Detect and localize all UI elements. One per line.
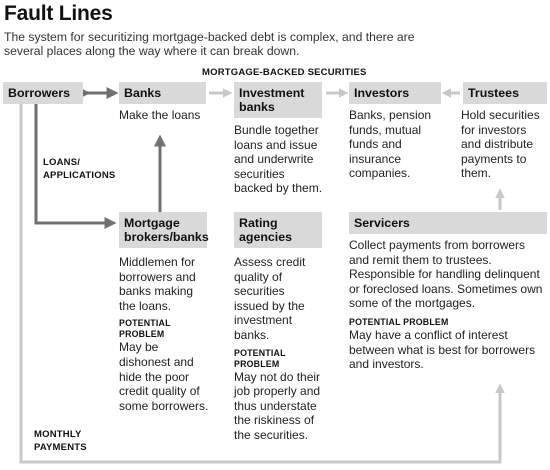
trustees-desc: Hold securities for investors and distri… — [461, 108, 540, 181]
rating-desc: Assess credit quality of securities issu… — [234, 255, 306, 342]
brokers-problem: May be dishonest and hide the poor credi… — [119, 340, 209, 413]
mbs-label: MORTGAGE-BACKED SECURITIES — [202, 67, 367, 78]
rating-problem-label: POTENTIAL PROBLEM — [234, 347, 286, 369]
page-title: Fault Lines — [4, 2, 113, 25]
investors-desc: Banks, pension funds, mutual funds and i… — [349, 108, 432, 181]
servicers-desc: Collect payments from borrowers and remi… — [349, 238, 543, 311]
rating-block: Assess credit quality of securities issu… — [234, 255, 322, 443]
monthly-payments-arrow — [19, 104, 505, 464]
rating-problem: May not do their job properly and thus u… — [234, 369, 321, 442]
investment-banks-header: Investment banks — [234, 82, 322, 118]
loans-applications-label: LOANS/ APPLICATIONS — [43, 157, 116, 181]
loans-applications-arrow — [34, 104, 117, 229]
servicers-problem: May have a conflict of interest between … — [349, 327, 536, 372]
brokers-header: Mortgage brokers/banks — [119, 212, 209, 248]
banks-header: Banks — [119, 82, 206, 104]
servicers-block: Collect payments from borrowers and remi… — [349, 238, 545, 372]
brokers-block: Middlemen for borrowers and banks making… — [119, 255, 209, 413]
trustees-header: Trustees — [463, 82, 547, 104]
servicers-problem-label: POTENTIAL PROBLEM — [349, 316, 449, 327]
page-subtitle: The system for securitizing mortgage-bac… — [4, 30, 415, 58]
borrowers-header: Borrowers — [3, 82, 83, 104]
rating-header: Rating agencies — [234, 212, 322, 248]
investment-banks-desc: Bundle together loans and issue and unde… — [234, 123, 323, 196]
brokers-problem-label: POTENTIAL PROBLEM — [119, 318, 171, 340]
brokers-desc: Middlemen for borrowers and banks making… — [119, 255, 196, 313]
investors-header: Investors — [349, 82, 441, 104]
banks-desc: Make the loans — [119, 108, 201, 122]
servicers-header: Servicers — [349, 212, 547, 234]
monthly-payments-label: MONTHLY PAYMENTS — [34, 429, 87, 453]
